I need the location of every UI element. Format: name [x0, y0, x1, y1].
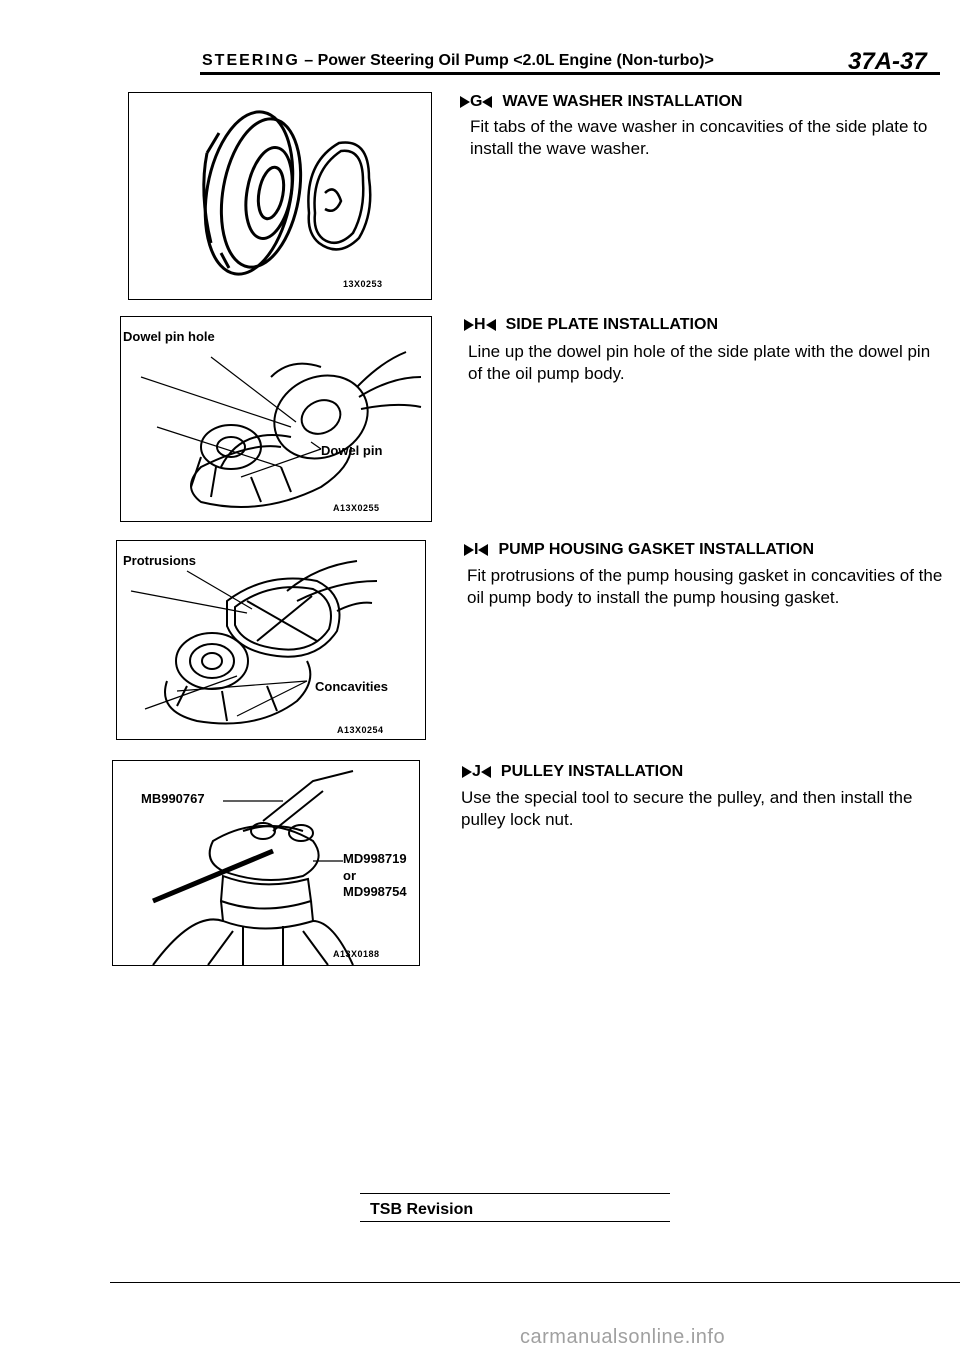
footer-rule	[110, 1282, 960, 1283]
page-number: 37A-37	[848, 48, 927, 75]
figure-code: 13X0253	[343, 279, 383, 289]
tsb-revision: TSB Revision	[370, 1201, 474, 1218]
arrow-left-icon	[480, 766, 491, 778]
label-mb990767: MB990767	[141, 791, 205, 806]
section-body-j: Use the special tool to secure the pulle…	[461, 788, 913, 829]
arrow-left-icon	[478, 544, 489, 556]
arrow-left-icon	[485, 319, 496, 331]
label-md998719: MD998719	[343, 851, 407, 866]
figure-code: A13X0255	[333, 503, 380, 513]
header-title: STEERING – Power Steering Oil Pump <2.0L…	[202, 52, 714, 70]
figure-protrusions: Protrusions Concavities A13X0254	[116, 540, 426, 740]
section-body-h: Line up the dowel pin hole of the side p…	[468, 342, 931, 383]
tsb-rule-bottom	[360, 1221, 670, 1222]
label-protrusions: Protrusions	[123, 553, 196, 568]
header-section: STEERING	[202, 52, 300, 69]
pulley-tool-illustration	[152, 770, 354, 965]
section-body-i: Fit protrusions of the pump housing gask…	[467, 566, 943, 607]
section-letter: G	[470, 93, 483, 110]
figure-code: A13X0254	[337, 725, 384, 735]
label-md998754: MD998754	[343, 884, 407, 899]
tsb-rule-top	[360, 1193, 670, 1194]
arrow-right-icon	[464, 544, 474, 556]
section-title: WAVE WASHER INSTALLATION	[502, 93, 743, 110]
header-subtitle: Power Steering Oil Pump <2.0L Engine (No…	[317, 52, 714, 69]
section-heading-j: J PULLEY INSTALLATION	[462, 763, 683, 781]
section-marker: G	[460, 93, 493, 111]
label-dowel-pin: Dowel pin	[321, 443, 383, 458]
section-title: PULLEY INSTALLATION	[500, 763, 684, 780]
figure-pulley: MB990767 MD998719 or MD998754 A13X0188	[112, 760, 420, 966]
arrow-right-icon	[462, 766, 472, 778]
section-letter: I	[474, 541, 479, 558]
arrow-left-icon	[482, 96, 493, 108]
section-heading-h: H SIDE PLATE INSTALLATION	[464, 316, 718, 334]
section-heading-i: I PUMP HOUSING GASKET INSTALLATION	[464, 541, 814, 559]
label-concavities: Concavities	[315, 679, 388, 694]
section-marker: I	[464, 541, 489, 559]
side-plate-illustration	[140, 351, 422, 508]
section-marker: J	[462, 763, 491, 781]
section-title: PUMP HOUSING GASKET INSTALLATION	[498, 541, 815, 558]
label-or: or	[343, 868, 356, 883]
section-title: SIDE PLATE INSTALLATION	[505, 316, 718, 333]
section-marker: H	[464, 316, 496, 334]
section-body-g: Fit tabs of the wave washer in concaviti…	[470, 117, 928, 158]
figure-wave-washer: 13X0253	[128, 92, 432, 300]
section-letter: J	[472, 763, 481, 780]
arrow-right-icon	[460, 96, 470, 108]
header-rule	[200, 72, 940, 75]
wave-washer-illustration	[202, 110, 372, 276]
figure-dowel-pin: Dowel pin hole Dowel pin A13X0255	[120, 316, 432, 522]
section-heading-g: G WAVE WASHER INSTALLATION	[460, 93, 742, 111]
section-letter: H	[474, 316, 486, 333]
label-dowel-pin-hole: Dowel pin hole	[123, 329, 215, 344]
figure-code: A13X0188	[333, 949, 380, 959]
watermark[interactable]: carmanualsonline.info	[520, 1326, 726, 1348]
pump-housing-gasket-illustration	[130, 560, 378, 725]
arrow-right-icon	[464, 319, 474, 331]
header-dash: –	[304, 52, 314, 69]
